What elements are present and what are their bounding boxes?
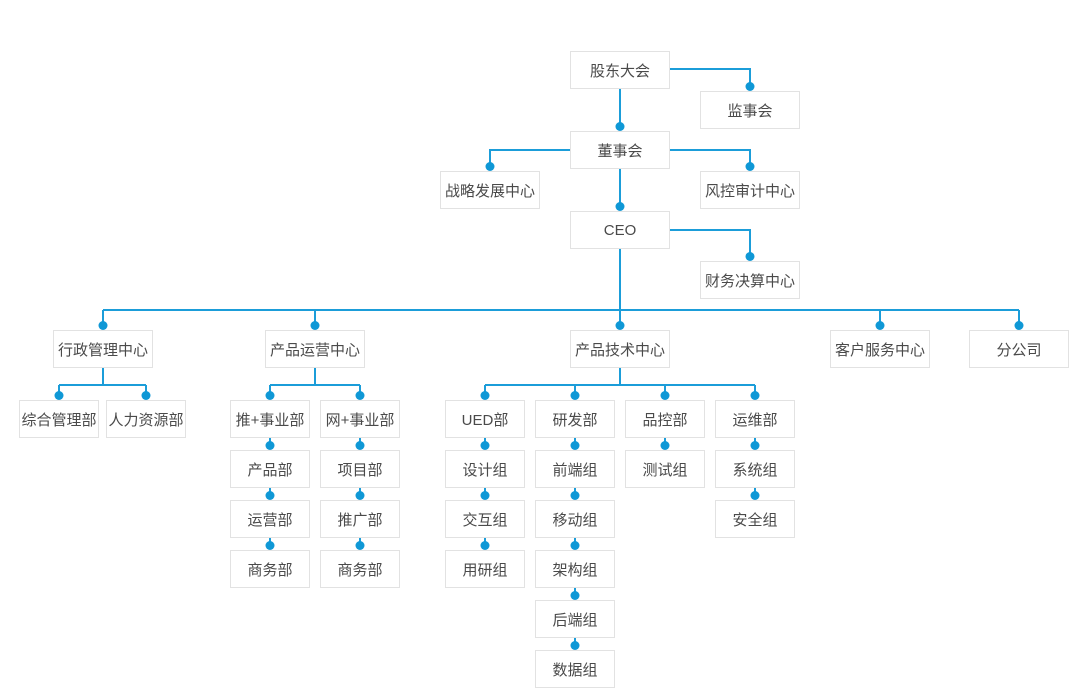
org-node-business-dept-tui[interactable]: 商务部	[230, 550, 310, 588]
connector-dot	[570, 591, 580, 600]
connector-dot	[98, 321, 108, 330]
connector-dot	[570, 541, 580, 550]
connector-dot	[660, 441, 670, 450]
org-node-supervisory[interactable]: 监事会	[700, 91, 800, 129]
connector-dot	[265, 441, 275, 450]
org-node-ceo[interactable]: CEO	[570, 211, 670, 249]
connector-dot	[480, 541, 490, 550]
connector-dot	[265, 391, 275, 400]
org-node-data-group[interactable]: 数据组	[535, 650, 615, 688]
org-node-security-group[interactable]: 安全组	[715, 500, 795, 538]
org-node-operations-dept[interactable]: 运营部	[230, 500, 310, 538]
connector-dot	[355, 541, 365, 550]
org-node-wang-business-dept[interactable]: 网+事业部	[320, 400, 400, 438]
org-node-board[interactable]: 董事会	[570, 131, 670, 169]
connector-dot	[750, 391, 760, 400]
org-node-product-ops-center[interactable]: 产品运营中心	[265, 330, 365, 368]
org-node-system-group[interactable]: 系统组	[715, 450, 795, 488]
org-node-finance-center[interactable]: 财务决算中心	[700, 261, 800, 299]
org-node-risk-audit-center[interactable]: 风控审计中心	[700, 171, 800, 209]
org-node-frontend-group[interactable]: 前端组	[535, 450, 615, 488]
connector-dot	[480, 441, 490, 450]
org-node-mobile-group[interactable]: 移动组	[535, 500, 615, 538]
org-node-general-admin-dept[interactable]: 综合管理部	[19, 400, 99, 438]
org-node-ops-dept[interactable]: 运维部	[715, 400, 795, 438]
org-node-architecture-group[interactable]: 架构组	[535, 550, 615, 588]
connector-dot	[615, 321, 625, 330]
connector-dot	[1014, 321, 1024, 330]
connector-dot	[570, 391, 580, 400]
org-node-customer-service-center[interactable]: 客户服务中心	[830, 330, 930, 368]
connector-dot	[310, 321, 320, 330]
org-node-rnd-dept[interactable]: 研发部	[535, 400, 615, 438]
connector-dot	[141, 391, 151, 400]
connector-dot	[745, 252, 755, 261]
connector-dot	[480, 491, 490, 500]
connector-dot	[570, 641, 580, 650]
connector-dot	[750, 491, 760, 500]
org-node-design-group[interactable]: 设计组	[445, 450, 525, 488]
org-node-product-dept[interactable]: 产品部	[230, 450, 310, 488]
org-node-shareholders[interactable]: 股东大会	[570, 51, 670, 89]
org-node-admin-center[interactable]: 行政管理中心	[53, 330, 153, 368]
connector-dot	[355, 391, 365, 400]
org-node-strategy-center[interactable]: 战略发展中心	[440, 171, 540, 209]
org-node-qc-dept[interactable]: 品控部	[625, 400, 705, 438]
connector-dot	[265, 541, 275, 550]
connector-dot	[750, 441, 760, 450]
org-node-backend-group[interactable]: 后端组	[535, 600, 615, 638]
connector-dot	[660, 391, 670, 400]
org-node-product-tech-center[interactable]: 产品技术中心	[570, 330, 670, 368]
org-node-promotion-dept[interactable]: 推广部	[320, 500, 400, 538]
org-node-branch-company[interactable]: 分公司	[969, 330, 1069, 368]
connector-dot	[355, 491, 365, 500]
connector-dot	[615, 202, 625, 211]
connector-dot	[875, 321, 885, 330]
connector-dot	[570, 491, 580, 500]
org-node-project-dept[interactable]: 项目部	[320, 450, 400, 488]
connector-dot	[615, 122, 625, 131]
connector-dot	[745, 82, 755, 91]
connector-dot	[570, 441, 580, 450]
connector-dot	[745, 162, 755, 171]
connector-dot	[480, 391, 490, 400]
org-node-ued-dept[interactable]: UED部	[445, 400, 525, 438]
connector-dot	[265, 491, 275, 500]
org-node-hr-dept[interactable]: 人力资源部	[106, 400, 186, 438]
connector-dot	[485, 162, 495, 171]
org-node-interaction-group[interactable]: 交互组	[445, 500, 525, 538]
org-node-tui-business-dept[interactable]: 推+事业部	[230, 400, 310, 438]
org-node-business-dept-wang[interactable]: 商务部	[320, 550, 400, 588]
connector-dot	[355, 441, 365, 450]
org-node-testing-group[interactable]: 测试组	[625, 450, 705, 488]
connector-dot	[54, 391, 64, 400]
org-node-user-research-group[interactable]: 用研组	[445, 550, 525, 588]
